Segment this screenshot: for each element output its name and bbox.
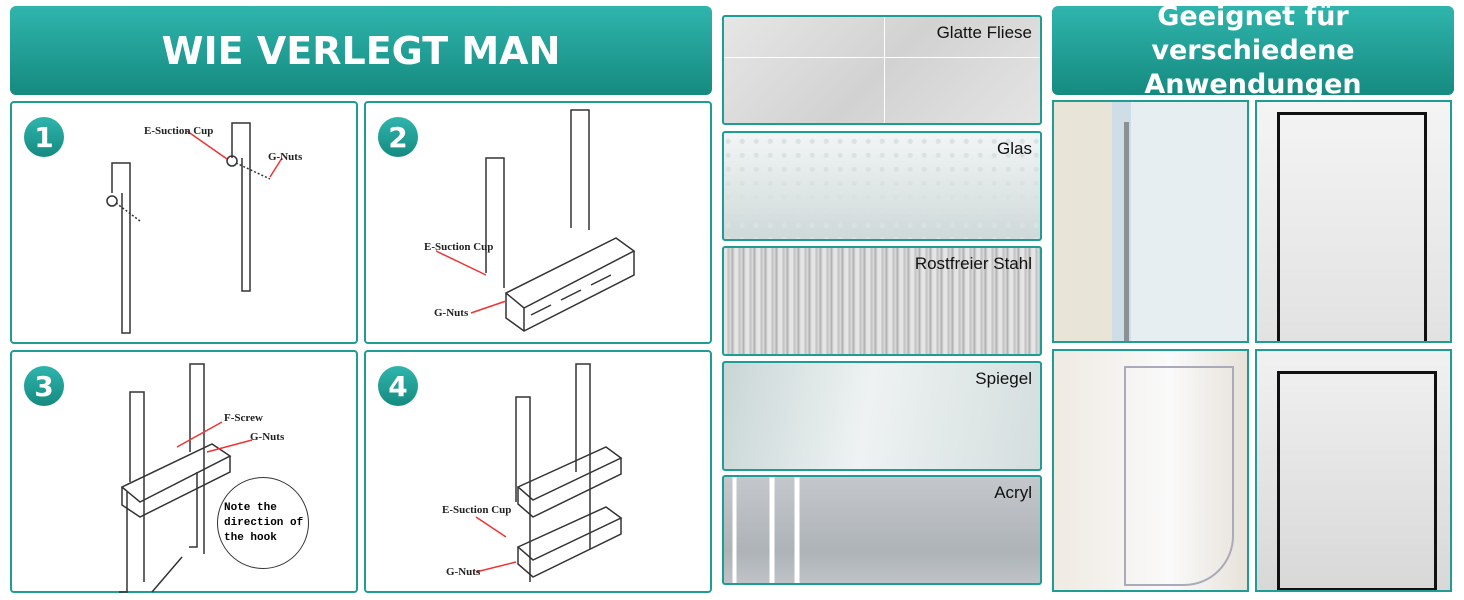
step-number-badge: 2 — [378, 117, 418, 157]
basket-diagram — [435, 109, 636, 332]
suction-cup-label: E-Suction Cup — [424, 241, 494, 253]
surface-label: Rostfreier Stahl — [914, 254, 1032, 273]
step-4-panel: 4 E-Suction Cup G-Nuts — [364, 350, 712, 593]
step-number-badge: 1 — [24, 117, 64, 157]
two-basket-diagram — [475, 363, 623, 582]
step-number-badge: 4 — [378, 366, 418, 406]
step-2-panel: 2 E-Suction Cup G-Nuts — [364, 101, 712, 344]
nuts-label: G-Nuts — [250, 431, 285, 443]
surface-glass: Glas — [722, 131, 1042, 241]
surface-label: Glatte Fliese — [936, 23, 1032, 42]
shower-photo-1 — [1052, 100, 1249, 343]
step-number-badge: 3 — [24, 366, 64, 406]
step-1-panel: 1 E-Suction Cup G-Nuts — [10, 101, 358, 344]
nuts-label: G-Nuts — [446, 566, 481, 578]
surface-mirror: Spiegel — [722, 361, 1042, 471]
how-to-install-header: WIE VERLEGT MAN — [10, 6, 712, 95]
suction-cup-label: E-Suction Cup — [144, 125, 214, 137]
shower-photo-2 — [1255, 100, 1452, 343]
surface-label: Glas — [997, 139, 1032, 158]
surface-label: Acryl — [994, 483, 1032, 502]
screw-label: F-Screw — [224, 412, 263, 424]
hook-direction-note: Note the direction of the hook — [217, 477, 309, 569]
hook-diagram — [106, 122, 283, 334]
nuts-label: G-Nuts — [268, 151, 303, 163]
shower-photo-3 — [1052, 349, 1249, 592]
applications-header: Geeignet für verschiedene Anwendungen — [1052, 1, 1454, 100]
suction-cup-label: E-Suction Cup — [442, 504, 512, 516]
step-3-panel: 3 F-Screw G-Nuts Note the direction of t… — [10, 350, 358, 593]
surface-label: Spiegel — [975, 369, 1032, 388]
nuts-label: G-Nuts — [434, 307, 469, 319]
surface-acrylic: Acryl — [722, 475, 1042, 585]
basket-diagram — [119, 363, 253, 593]
surface-stainless-steel: Rostfreier Stahl — [722, 246, 1042, 356]
shower-photo-4 — [1255, 349, 1452, 592]
surface-tile: Glatte Fliese — [722, 15, 1042, 125]
